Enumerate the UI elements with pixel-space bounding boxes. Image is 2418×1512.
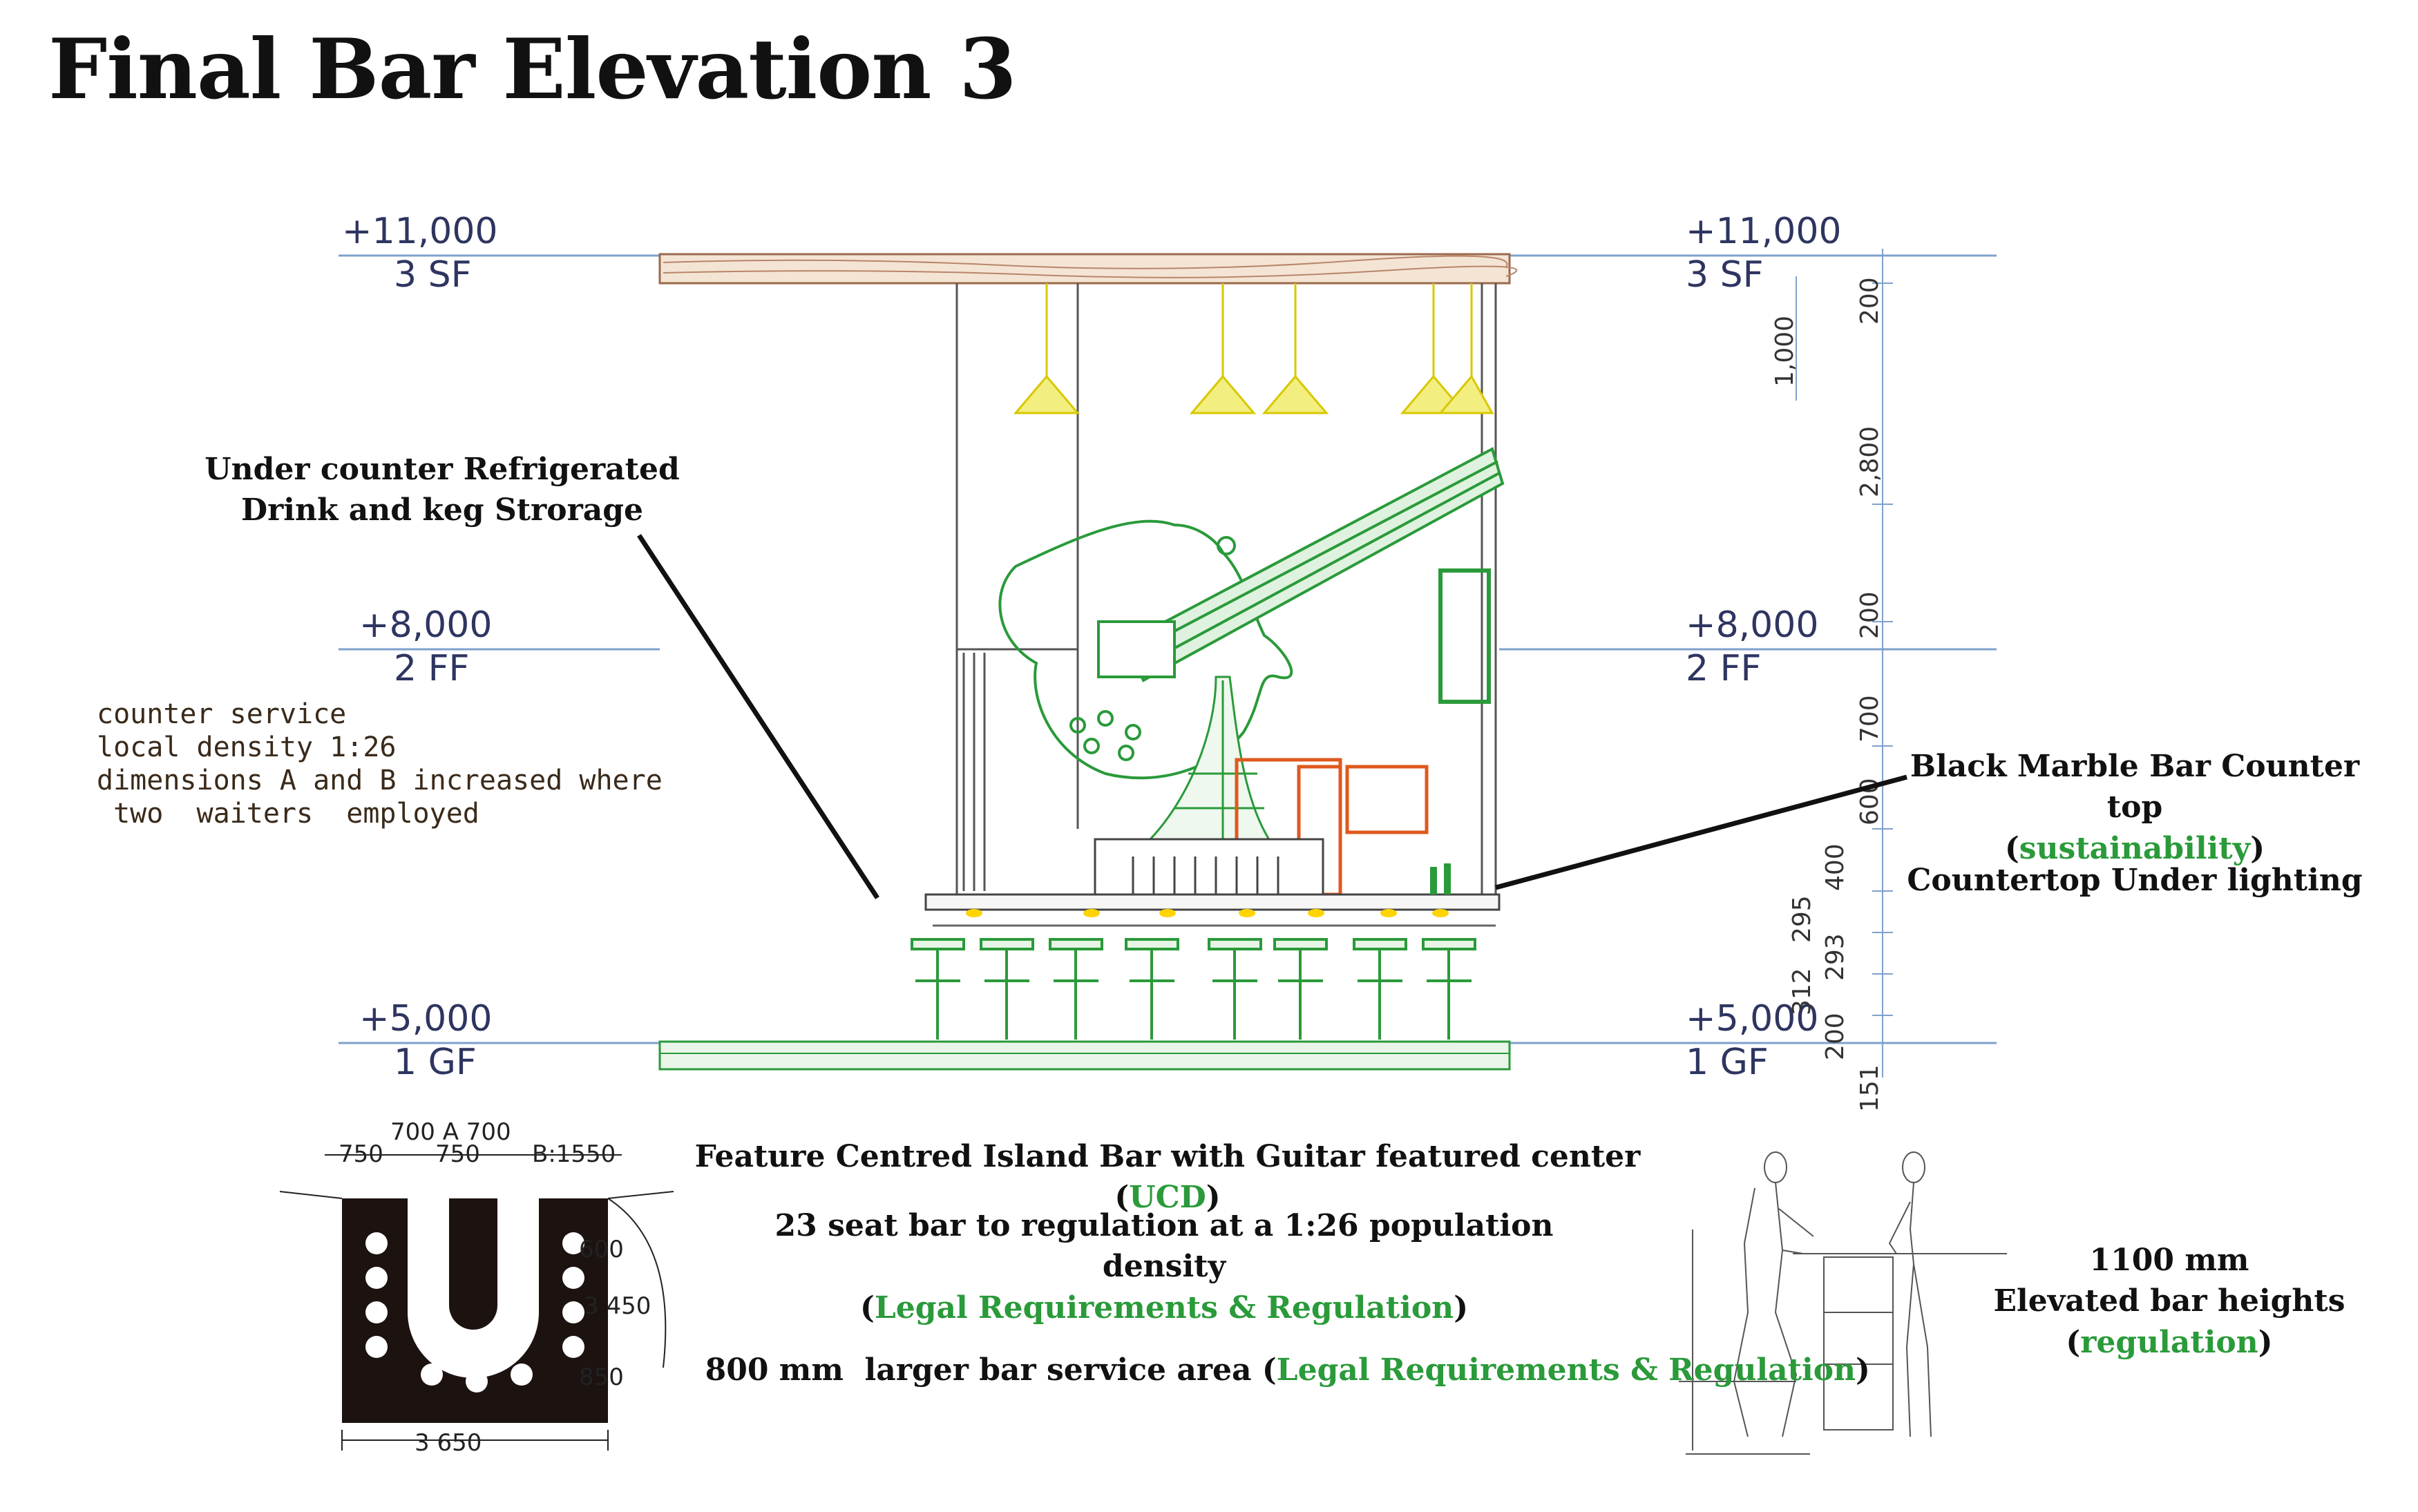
level-2ff-elev-right: +8,000 (1686, 604, 1818, 646)
level-2ff-elev-left: +8,000 (359, 604, 492, 646)
note-seats-text: 23 seat bar to regulation at a 1:26 popu… (774, 1208, 1554, 1285)
level-3sf-elev-right: +11,000 (1686, 211, 1842, 252)
dim-1000: 1,000 (1771, 316, 1799, 387)
handwritten-line-1: counter service (97, 698, 347, 730)
level-1gf-elev-left: +5,000 (359, 998, 492, 1040)
plan-dim-750-left: 750 (339, 1140, 383, 1168)
floor-slab (658, 1040, 1511, 1071)
note-bar-height-tag-row: (regulation) (2066, 1324, 2273, 1360)
note-seats: 23 seat bar to regulation at a 1:26 popu… (732, 1205, 1596, 1328)
level-1gf-name-left: 1 GF (394, 1042, 477, 1083)
note-seats-tag: Legal Requirements & Regulation (874, 1290, 1454, 1326)
dim-295: 295 (1788, 895, 1816, 943)
dim-700: 700 (1856, 695, 1884, 743)
note-refrigerated: Under counter Refrigerated Drink and keg… (204, 452, 680, 528)
u-bar-plan (279, 1154, 674, 1451)
dim-200-top: 200 (1856, 277, 1884, 325)
columns (955, 283, 1497, 898)
note-under-lighting: Countertop Under lighting (1907, 863, 2363, 898)
bar-height-figures (1679, 1151, 2007, 1455)
note-bar-height-label: Elevated bar heights (1993, 1283, 2345, 1319)
note-feature-tag: UCD (1129, 1180, 1206, 1216)
note-counter-top-text: Black Marble Bar Counter top (1910, 749, 2360, 825)
plan-dim-b: B:1550 (532, 1140, 616, 1168)
level-lines (339, 254, 1997, 1044)
dim-2800: 2,800 (1856, 426, 1884, 497)
note-bar-height-value: 1100 mm (2089, 1243, 2249, 1278)
dim-312: 312 (1788, 968, 1816, 1015)
note-service-text: 800 mm larger bar service area (705, 1352, 1252, 1388)
dim-200-low: 200 (1821, 1013, 1849, 1060)
note-counter-top: Black Marble Bar Counter top (sustainabi… (1886, 746, 2383, 869)
handwritten-line-3: dimensions A and B increased where (97, 765, 663, 796)
plan-dim-3650: 3 650 (415, 1429, 482, 1457)
bar-counter (924, 838, 1501, 927)
bar-stools (911, 938, 1476, 1040)
counter-under-lighting (966, 909, 1449, 917)
ceiling-slab (658, 253, 1518, 285)
note-service: 800 mm larger bar service area (Legal Re… (705, 1352, 1870, 1388)
dim-293: 293 (1821, 933, 1849, 981)
note-service-tag: Legal Requirements & Regulation (1276, 1352, 1856, 1388)
level-2ff-name-left: 2 FF (394, 648, 469, 689)
dim-400: 400 (1821, 843, 1849, 891)
handwritten-line-4: two waiters employed (97, 798, 479, 830)
note-feature-text: Feature Centred Island Bar with Guitar f… (694, 1139, 1641, 1174)
note-bar-height-tag: regulation (2080, 1324, 2258, 1360)
level-3sf-name-right: 3 SF (1686, 254, 1764, 296)
right-dimension-chain (1796, 249, 1893, 1078)
plan-dim-top-a: 700 A 700 (390, 1118, 511, 1146)
note-feature: Feature Centred Island Bar with Guitar f… (694, 1139, 1641, 1216)
note-seats-tag-row: (Legal Requirements & Regulation) (859, 1290, 1469, 1326)
level-1gf-elev-right: +5,000 (1686, 998, 1818, 1040)
level-3sf-elev-left: +11,000 (342, 211, 498, 252)
level-2ff-name-right: 2 FF (1686, 648, 1761, 689)
plan-dim-3450: 3 450 (584, 1292, 651, 1320)
level-1gf-name-right: 1 GF (1686, 1042, 1769, 1083)
level-3sf-name-left: 3 SF (394, 254, 472, 296)
dim-151: 151 (1856, 1064, 1884, 1112)
page-title: Final Bar Elevation 3 (48, 21, 1017, 118)
bottles (1430, 863, 1451, 894)
guitar-feature (998, 447, 1505, 780)
note-counter-top-tag: sustainability (2019, 830, 2251, 866)
note-bar-height: 1100 mm Elevated bar heights (regulation… (1990, 1240, 2349, 1363)
note-counter-top-tag-row: (sustainability) (2004, 830, 2265, 866)
handwritten-note: counter service local density 1:26 dimen… (97, 698, 663, 830)
plan-dim-850: 850 (579, 1363, 624, 1391)
plan-dim-750-right: 750 (435, 1140, 480, 1168)
leader-lines (637, 534, 1907, 899)
handwritten-line-2: local density 1:26 (97, 731, 397, 763)
dim-200-mid: 200 (1856, 591, 1884, 639)
plan-dim-600: 600 (579, 1236, 624, 1263)
pendant-lamps (1013, 283, 1494, 414)
